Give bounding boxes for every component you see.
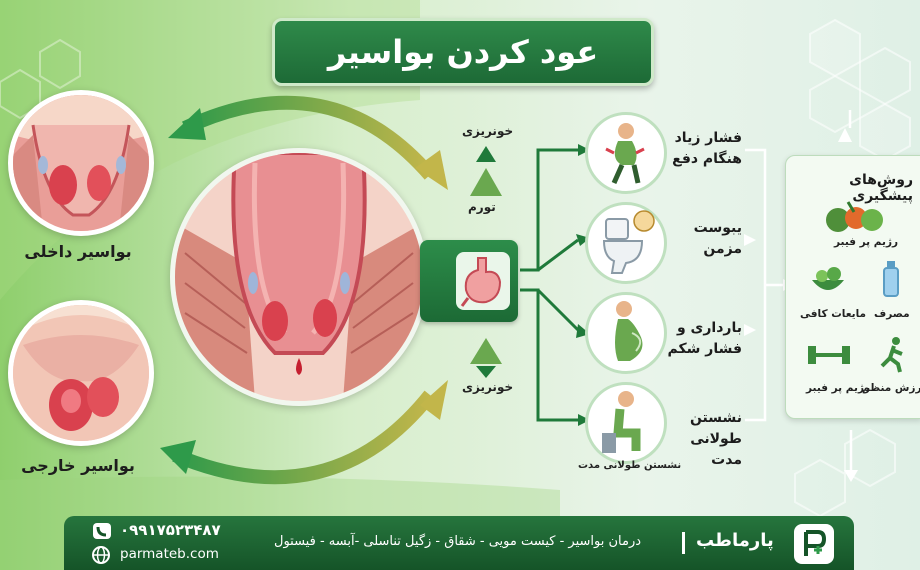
sitting-long-icon [585,382,667,464]
external-hemorrhoid-label: بواسیر خارجی [21,456,135,475]
phone-icon [92,522,112,540]
symptom-bleeding-bottom: خونریزی [462,380,514,394]
prevention-item-fluids: مایعات کافی [800,308,867,320]
straining-icon [585,112,667,194]
footer-divider [682,532,685,554]
prevention-item-fiber: رژیم پر فیبر [834,236,899,248]
prevention-item-fiber-2: رژیم پر فیبر [806,382,871,394]
globe-icon [92,546,110,564]
water-bottle-icon [883,261,899,297]
sitting-caption: نشستن طولانی مدت [578,460,682,471]
title-banner: عود کردن بواسیر [272,18,654,86]
footer-services: درمان بواسیر - کیست مویی - شقاق - زگیل ت… [274,534,642,549]
symptom-swelling: تورم [468,200,496,214]
toilet-constipation-icon [585,202,667,284]
vegetables-icon [826,201,883,232]
pregnancy-icon [585,292,667,374]
prevention-title: روش‌های پیشگیری [849,172,913,204]
triangle-down-icon [470,338,502,378]
salad-bowl-icon [812,267,844,290]
internal-hemorrhoid-label: بواسیر داخلی [24,242,132,261]
symptom-bleeding-top: خونریزی [462,124,514,138]
page-title: عود کردن بواسیر [327,33,599,71]
external-hemorrhoid-image [8,300,154,446]
footer-bar: ۰۹۹۱۷۵۲۳۴۸۷ parmateb.com درمان بواسیر - … [64,516,854,570]
prevention-panel: روش‌های پیشگیری رژیم پر فیبر مایعات کافی… [785,155,920,419]
prevention-item-intake: مصرف [874,308,910,320]
footer-brand: پارماطب [696,530,774,551]
stomach-icon [456,252,510,310]
digestive-hub [420,240,518,322]
rectum-anatomy-image [170,148,428,406]
footer-phone[interactable]: ۰۹۹۱۷۵۲۳۴۸۷ [120,521,221,539]
triangle-up-icon [470,146,502,196]
prevention-item-exercise: ورزش منظم [862,382,920,394]
internal-hemorrhoid-image [8,90,154,236]
footer-website[interactable]: parmateb.com [120,546,219,562]
parmateb-logo-icon [794,524,834,564]
dumbbell-icon [808,346,850,364]
running-icon [880,337,903,373]
